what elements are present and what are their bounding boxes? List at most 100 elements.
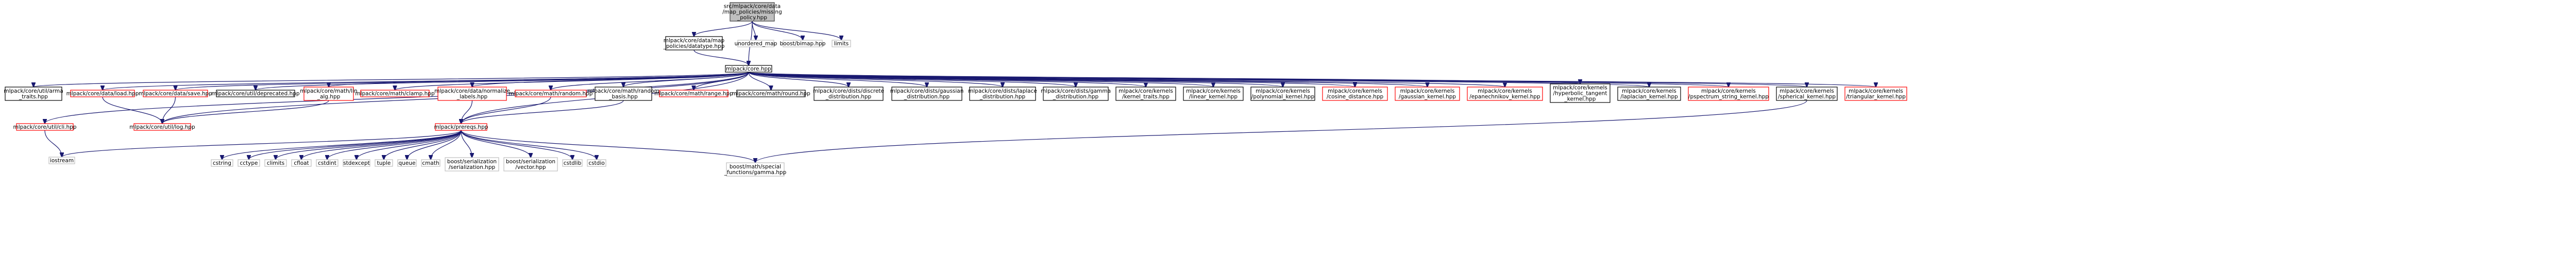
node-gaussian-dist[interactable]: mlpack/core/dists/gaussian_distribution.… xyxy=(890,87,964,101)
node-cctype: cctype xyxy=(238,159,260,167)
node-arma-traits[interactable]: mlpack/core/util/arma_traits.hpp xyxy=(4,87,63,101)
node-box xyxy=(1183,87,1244,101)
node-core[interactable]: mlpack/core.hpp xyxy=(725,65,772,73)
node-save[interactable]: mlpack/core/data/save.hpp xyxy=(139,90,212,97)
node-label-line: mlpack/core.hpp xyxy=(726,66,771,72)
edge-prereqs-to-cmath xyxy=(431,130,462,160)
node-box xyxy=(1617,87,1681,101)
node-box xyxy=(397,159,417,167)
node-box xyxy=(238,159,260,167)
node-datatype[interactable]: mlpack/core/data/map_policies/datatype.h… xyxy=(663,36,725,50)
node-polynomial-kernel[interactable]: mlpack/core/kernels/polynomial_kernel.hp… xyxy=(1250,87,1315,101)
node-triangular-kernel[interactable]: mlpack/core/kernels/triangular_kernel.hp… xyxy=(1844,87,1907,101)
node-random-basis[interactable]: mlpack/core/math/random_basis.hpp xyxy=(587,87,659,101)
node-label-line: _kernel.hpp xyxy=(1564,96,1596,102)
node-stdexcept: stdexcept xyxy=(343,159,370,167)
edge-core-to-discrete xyxy=(748,72,849,87)
node-hyperbolic[interactable]: mlpack/core/kernels/hyperbolic_tangent_k… xyxy=(1550,83,1611,103)
node-deprecated[interactable]: mlpack/core/util/deprecated.hpp xyxy=(211,90,300,97)
node-label-line: mlpack/core/kernels xyxy=(1553,85,1607,91)
node-label-line: mlpack/core/data/load.hpp xyxy=(66,91,139,97)
node-boost-bimap: boost/bimap.hpp xyxy=(780,40,826,47)
node-box xyxy=(437,87,507,101)
node-label-line: cstring xyxy=(213,160,231,166)
node-label-line: queue xyxy=(399,160,416,166)
node-discrete[interactable]: mlpack/core/dists/discrete_distribution.… xyxy=(813,87,884,101)
node-label-line: climits xyxy=(267,160,284,166)
node-box xyxy=(1844,87,1907,101)
node-log[interactable]: mlpack/core/util/log.hpp xyxy=(129,123,195,131)
node-box xyxy=(1467,87,1543,101)
node-box xyxy=(659,90,728,97)
node-gamma-dist[interactable]: mlpack/core/dists/gamma_distribution.hpp xyxy=(1041,87,1111,101)
node-label-line: cstdlib xyxy=(564,160,582,166)
node-box xyxy=(1550,83,1611,103)
edge-prereqs-to-cstdlib xyxy=(461,130,572,160)
edge-prereqs-to-queue xyxy=(407,130,462,160)
edge-prereqs-to-iostream xyxy=(62,130,462,157)
node-box xyxy=(891,87,962,101)
node-pspectrum[interactable]: mlpack/core/kernels/pspectrum_string_ker… xyxy=(1688,87,1769,101)
node-box xyxy=(1322,87,1388,101)
node-cosine-distance[interactable]: mlpack/core/kernels/cosine_distance.hpp xyxy=(1322,87,1388,101)
node-box xyxy=(814,87,884,101)
edge-core-to-cli xyxy=(45,72,749,124)
node-boost-vector: boost/serialization/vector.hpp xyxy=(503,157,558,172)
node-label-line: mlpack/core/data/normalize xyxy=(434,88,510,94)
node-label-line: mlpack/core/kernels xyxy=(1780,88,1834,94)
edge-prereqs-to-cstring xyxy=(222,130,462,160)
node-laplacian-kernel[interactable]: mlpack/core/kernels/laplacian_kernel.hpp xyxy=(1617,87,1681,101)
node-linear-kernel[interactable]: mlpack/core/kernels/linear_kernel.hpp xyxy=(1183,87,1244,101)
node-label-line: /cosine_distance.hpp xyxy=(1327,94,1384,100)
node-prereqs[interactable]: mlpack/prereqs.hpp xyxy=(434,123,488,131)
node-box xyxy=(1395,87,1460,101)
node-label-line: mlpack/core/kernels xyxy=(1118,88,1173,94)
node-label-line: mlpack/core/math/range.hpp xyxy=(654,91,733,97)
node-label-line: src/mlpack/core/data xyxy=(724,4,781,10)
node-gaussian-kernel[interactable]: mlpack/core/kernels/gaussian_kernel.hpp xyxy=(1395,87,1460,101)
node-label-line: /pspectrum_string_kernel.hpp xyxy=(1688,94,1769,100)
edge-spherical_kernel-to-boost_gamma xyxy=(755,100,1807,163)
node-box xyxy=(421,159,440,167)
node-label-line: /epanechnikov_kernel.hpp xyxy=(1469,94,1540,100)
edge-prereqs-to-cstdint xyxy=(327,130,462,160)
node-box xyxy=(143,90,208,97)
node-range[interactable]: mlpack/core/math/range.hpp xyxy=(654,90,733,97)
node-round[interactable]: mlpack/core/math/round.hpp xyxy=(732,90,810,97)
node-random[interactable]: mlpack/core/math/random.hpp xyxy=(509,90,593,97)
node-load[interactable]: mlpack/core/data/load.hpp xyxy=(66,90,139,97)
node-label-line: /gaussian_kernel.hpp xyxy=(1399,94,1456,100)
node-spherical-kernel[interactable]: mlpack/core/kernels/spherical_kernel.hpp xyxy=(1776,87,1838,101)
node-lin-alg[interactable]: mlpack/core/math/lin_alg.hpp xyxy=(300,87,358,101)
nodes-layer: src/mlpack/core/data/map_policies/missin… xyxy=(4,2,1907,177)
node-kernel-traits[interactable]: mlpack/core/kernels/kernel_traits.hpp xyxy=(1115,87,1176,101)
node-label-line: mlpack/core/kernels xyxy=(1328,88,1382,94)
edge-core-to-lin_alg xyxy=(329,72,749,87)
node-label-line: iostream xyxy=(50,158,74,164)
node-label-line: mlpack/core/kernels xyxy=(1478,88,1532,94)
node-boost-serialization: boost/serialization/serialization.hpp xyxy=(445,157,499,172)
node-cli[interactable]: mlpack/core/util/cli.hpp xyxy=(13,123,77,131)
node-cstdlib: cstdlib xyxy=(562,159,583,167)
node-label-line: /hyperbolic_tangent xyxy=(1553,91,1607,97)
node-box xyxy=(70,90,135,97)
node-clamp[interactable]: mlpack/core/math/clamp.hpp xyxy=(355,90,435,97)
node-box xyxy=(1115,87,1176,101)
node-label-line: stdexcept xyxy=(343,160,370,166)
node-limits: limits xyxy=(832,40,851,47)
node-box xyxy=(216,90,295,97)
node-laplace-dist[interactable]: mlpack/core/dists/laplace_distribution.h… xyxy=(968,87,1037,101)
edge-random-to-prereqs xyxy=(461,96,551,124)
node-box xyxy=(969,87,1036,101)
node-normalize-labels[interactable]: mlpack/core/data/normalize_labels.hpp xyxy=(434,87,510,101)
node-label-line: mlpack/core/kernels xyxy=(1701,88,1756,94)
node-box xyxy=(587,159,606,167)
edge-prereqs-to-boost_serialization xyxy=(461,130,472,158)
node-label-line: cstdint xyxy=(318,160,336,166)
edge-core-to-gaussian_dist xyxy=(748,72,927,87)
edge-lin_alg-to-log xyxy=(162,100,329,124)
node-epanechnikov[interactable]: mlpack/core/kernels/epanechnikov_kernel.… xyxy=(1467,87,1543,101)
node-box xyxy=(5,87,62,101)
node-label-line: mlpack/core/data/save.hpp xyxy=(139,91,212,97)
node-box xyxy=(1688,87,1769,101)
